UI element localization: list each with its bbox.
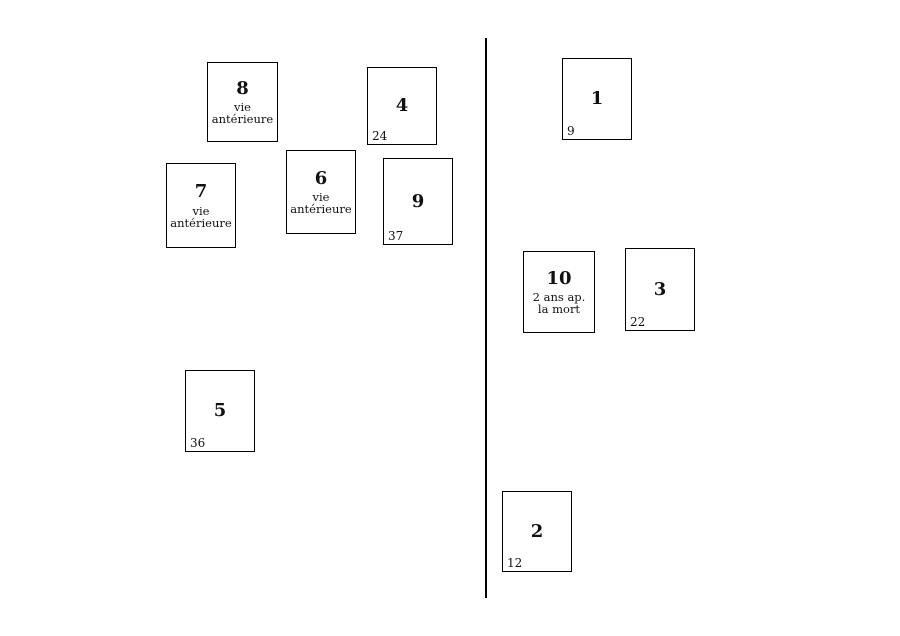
card-corner-number: 9 bbox=[567, 124, 575, 138]
card-number: 10 bbox=[546, 267, 572, 289]
card-10: 10 2 ans ap. la mort bbox=[523, 251, 595, 333]
card-6: 6 vie antérieure bbox=[286, 150, 356, 234]
card-sublabel-line1: vie bbox=[192, 203, 210, 218]
card-number: 6 bbox=[314, 167, 328, 189]
card-sublabel-line1: 2 ans ap. bbox=[532, 290, 586, 305]
card-corner-number: 22 bbox=[630, 315, 646, 329]
card-corner-number: 24 bbox=[372, 129, 388, 143]
card-sublabel-line1: vie bbox=[234, 100, 251, 115]
card-sublabel: vie antérieure bbox=[170, 205, 231, 229]
card-sublabel-line2: antérieure bbox=[170, 215, 232, 230]
card-number: 8 bbox=[236, 77, 249, 99]
card-number: 3 bbox=[653, 278, 667, 300]
card-number: 7 bbox=[194, 181, 208, 203]
card-7: 7 vie antérieure bbox=[166, 163, 236, 248]
card-9: 9 37 bbox=[383, 158, 453, 245]
card-number: 4 bbox=[395, 95, 409, 117]
card-number: 9 bbox=[411, 190, 425, 212]
card-sublabel: vie antérieure bbox=[290, 191, 351, 215]
card-sublabel-line2: antérieure bbox=[211, 112, 274, 127]
card-5: 5 36 bbox=[185, 370, 255, 452]
card-2: 2 12 bbox=[502, 491, 572, 572]
card-sublabel-line1: vie bbox=[312, 190, 330, 205]
card-sublabel: 2 ans ap. la mort bbox=[533, 291, 586, 315]
card-number: 5 bbox=[213, 400, 227, 422]
card-corner-number: 37 bbox=[388, 229, 404, 243]
card-4: 4 24 bbox=[367, 67, 437, 145]
card-number: 2 bbox=[530, 520, 544, 542]
card-1: 1 9 bbox=[562, 58, 632, 140]
card-sublabel: vie antérieure bbox=[212, 101, 273, 125]
card-sublabel-line2: la mort bbox=[537, 302, 581, 317]
card-number: 1 bbox=[590, 88, 604, 110]
vertical-divider-line bbox=[485, 38, 487, 598]
card-corner-number: 12 bbox=[507, 556, 523, 570]
card-sublabel-line2: antérieure bbox=[290, 202, 352, 217]
card-3: 3 22 bbox=[625, 248, 695, 331]
card-8: 8 vie antérieure bbox=[207, 62, 278, 142]
card-corner-number: 36 bbox=[190, 436, 206, 450]
